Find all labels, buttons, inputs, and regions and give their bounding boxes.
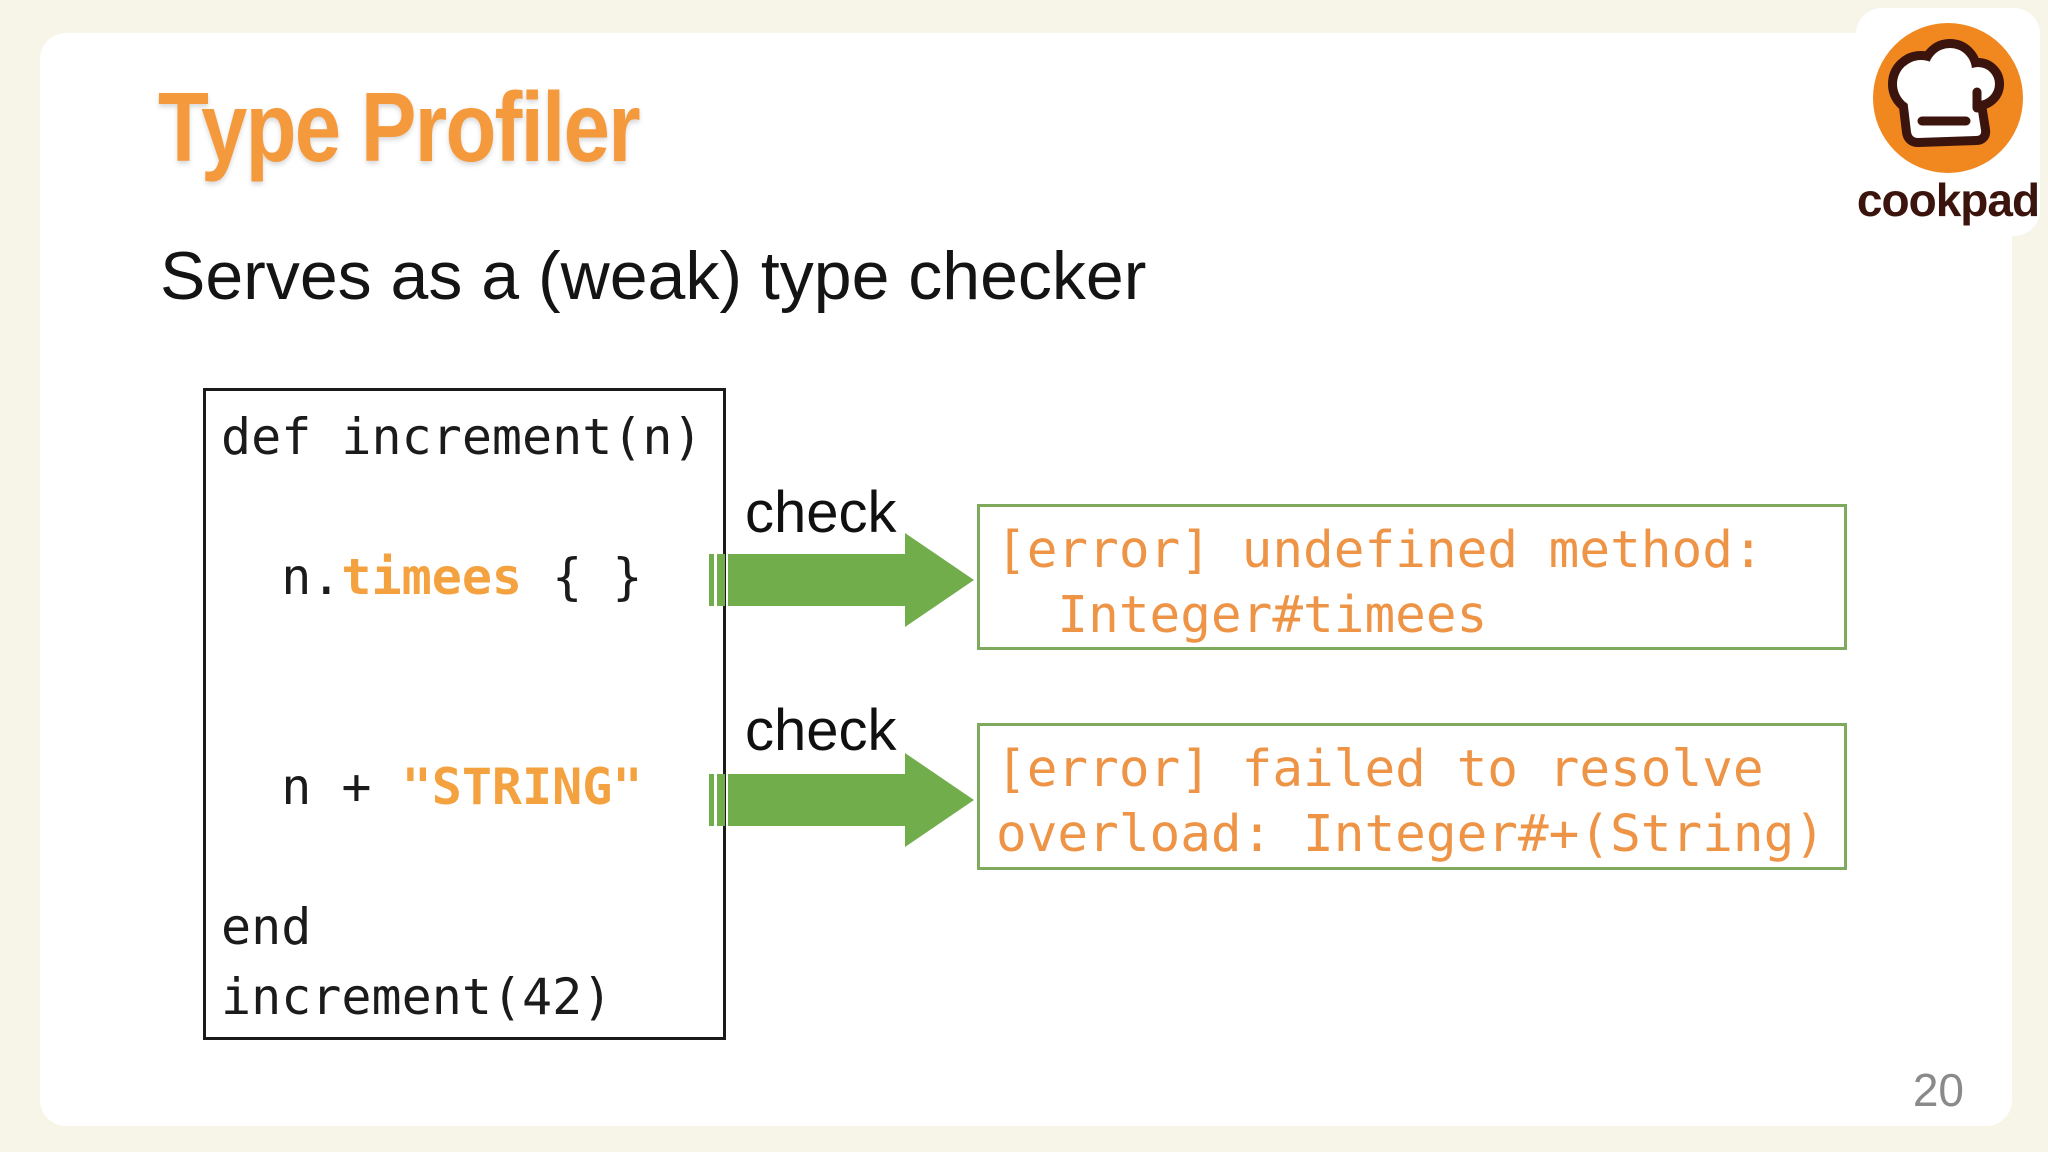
error-text: overload: Integer#+(String): [996, 805, 1826, 864]
code-text: { }: [522, 548, 643, 606]
check-arrow-icon: [709, 753, 974, 847]
code-line: n + "STRING": [221, 752, 703, 822]
page-title: Type Profiler: [158, 72, 641, 182]
code-line: def increment(n): [221, 402, 703, 472]
code-box: [203, 388, 726, 1040]
code-line-blank: [221, 612, 703, 682]
code-text: end: [221, 898, 312, 956]
cookpad-logo: cookpad: [1856, 8, 2040, 236]
code-line-blank: [221, 822, 703, 892]
chef-hat-icon: [1873, 23, 2023, 173]
code-text: def increment(n): [221, 408, 703, 466]
error-text: Integer#timees: [996, 586, 1488, 645]
check-label-1: check: [745, 480, 897, 545]
error-box-failed-overload: [error] failed to resolve overload: Inte…: [977, 723, 1847, 870]
code-line-blank: [221, 682, 703, 752]
error-text: [error] failed to resolve: [996, 740, 1764, 799]
error-box-undefined-method: [error] undefined method: Integer#timees: [977, 504, 1847, 650]
check-label-2: check: [745, 698, 897, 763]
error-text: [error] undefined method:: [996, 521, 1764, 580]
code-text: n +: [221, 758, 402, 816]
code-text: n.: [221, 548, 342, 606]
page-number: 20: [1912, 1064, 1964, 1116]
code-highlight-timees: timees: [341, 548, 523, 606]
code-highlight-string: "STRING": [401, 758, 643, 816]
code-line: n.timees { }: [221, 542, 703, 612]
cookpad-wordmark: cookpad: [1856, 174, 2040, 226]
slide: Type Profiler Serves as a (weak) type ch…: [40, 33, 2012, 1126]
code-snippet: def increment(n) n.timees { } n + "STRIN…: [221, 402, 703, 1032]
code-line: increment(42): [221, 962, 703, 1032]
code-text: increment(42): [221, 968, 613, 1026]
slide-subtitle: Serves as a (weak) type checker: [160, 238, 1147, 314]
code-line-blank: [221, 472, 703, 542]
check-arrow-icon: [709, 533, 974, 627]
code-line: end: [221, 892, 703, 962]
